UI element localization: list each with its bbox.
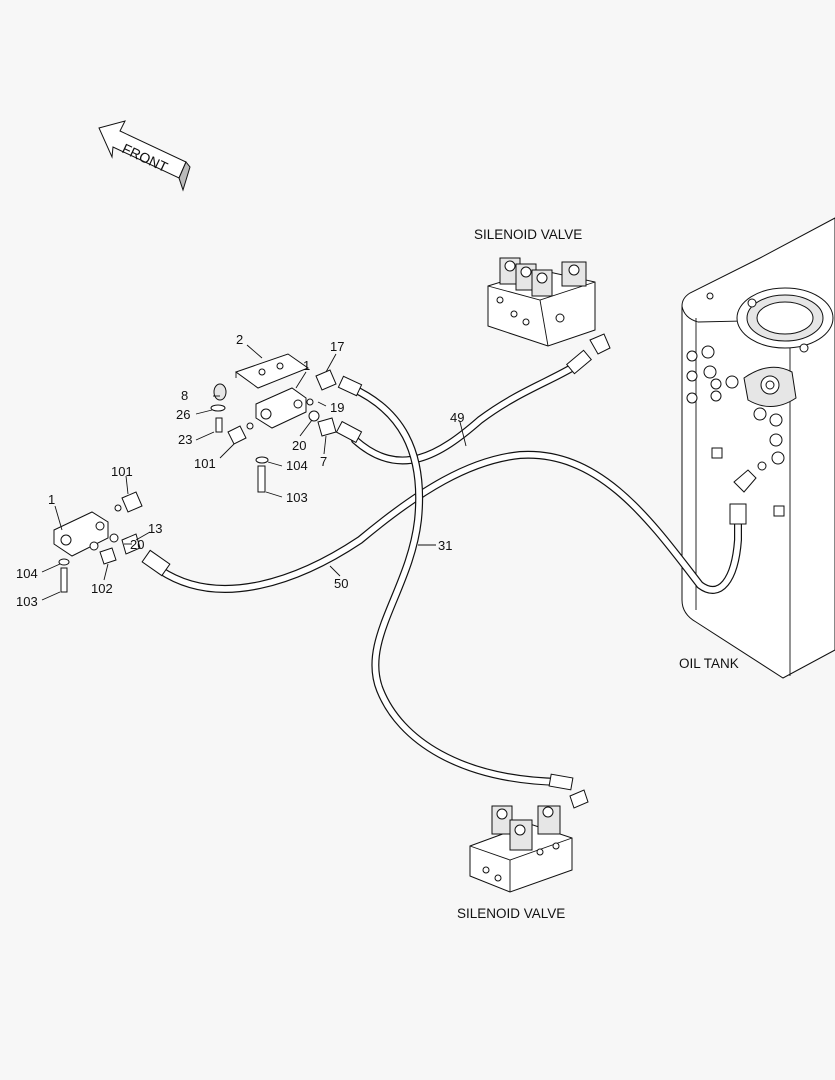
lower-manifold-group	[53, 491, 143, 593]
callout-7: 7	[320, 454, 327, 469]
hose-50	[141, 450, 747, 594]
solenoid-valve-top-caption: SILENOID VALVE	[474, 227, 582, 242]
callout-102: 102	[91, 581, 113, 596]
callout-49: 49	[450, 410, 464, 425]
hose-49	[335, 349, 592, 465]
callout-20-lower: 20	[130, 537, 144, 552]
callout-26: 26	[176, 407, 190, 422]
solenoid-valve-bottom	[469, 789, 589, 893]
oil-tank-caption: OIL TANK	[679, 656, 739, 671]
oil-tank	[681, 217, 835, 679]
callout-103-upper: 103	[286, 490, 308, 505]
callout-2: 2	[236, 332, 243, 347]
callout-103-lower: 103	[16, 594, 38, 609]
callout-101-lower: 101	[111, 464, 133, 479]
callout-19: 19	[330, 400, 344, 415]
upper-manifold-group	[210, 353, 337, 493]
callout-8: 8	[181, 388, 188, 403]
front-arrow-icon: FRONT	[98, 120, 191, 192]
callout-20-upper: 20	[292, 438, 306, 453]
callout-104-upper: 104	[286, 458, 308, 473]
callout-31: 31	[438, 538, 452, 553]
callout-101-upper: 101	[194, 456, 216, 471]
callout-104-lower: 104	[16, 566, 38, 581]
plate-2	[234, 353, 310, 389]
callout-1-upper: 1	[303, 358, 310, 373]
callout-50: 50	[334, 576, 348, 591]
solenoid-valve-top	[487, 257, 611, 355]
callout-13: 13	[148, 521, 162, 536]
tank-port-fittings	[686, 345, 785, 517]
leader-lines	[41, 344, 467, 601]
callout-1-lower: 1	[48, 492, 55, 507]
callout-17: 17	[330, 339, 344, 354]
callout-23: 23	[178, 432, 192, 447]
hose-31	[337, 375, 574, 791]
solenoid-valve-bottom-caption: SILENOID VALVE	[457, 906, 565, 921]
